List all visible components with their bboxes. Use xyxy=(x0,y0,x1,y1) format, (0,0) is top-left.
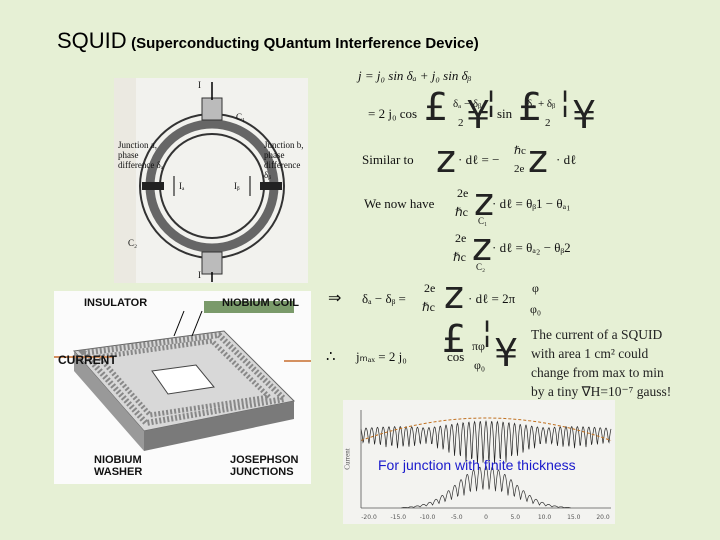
eq-line2-frac2-den: 2 xyxy=(545,117,551,129)
squid-device-diagram: INSULATOR NIOBIUM COIL CURRENT NIOBIUM W… xyxy=(54,291,311,484)
label-c2: C₂ xyxy=(128,238,138,248)
squid-sensitivity-note: The current of a SQUID with area 1 cm² c… xyxy=(531,325,701,401)
eq-c-mid: · dℓ = 2π xyxy=(468,291,516,306)
eq-b-rhs: · dℓ = θₐ₂ − θᵦ2 xyxy=(492,240,571,255)
page-title: SQUID (Superconducting QUantum Interfere… xyxy=(57,28,479,54)
plot-xtick-label: 10.0 xyxy=(538,514,552,521)
glyph-bracket-4: £ xyxy=(518,85,543,129)
plot-xtick-label: 20.0 xyxy=(596,514,610,521)
eq-jmax: jₘₐₓ = 2 j₀ xyxy=(356,349,407,364)
label-junction-b: Junction b, phase difference δᵦ xyxy=(264,140,304,180)
title-sub: (Superconducting QUantum Interference De… xyxy=(131,35,479,52)
glyph-integral-5: z xyxy=(444,273,464,317)
note-line-2: with area 1 cm² could xyxy=(531,346,649,361)
eq-b-sub: C₂ xyxy=(476,262,486,272)
eq-implies: ⇒ xyxy=(328,290,342,307)
eq-c-phi: φ xyxy=(532,281,539,295)
label-current-top: I xyxy=(198,80,201,90)
label-niobium-washer: NIOBIUM WASHER xyxy=(94,454,143,478)
plot-xtick-label: -15.0 xyxy=(390,514,406,521)
plot-caption: For junction with finite thickness xyxy=(378,457,576,473)
eq-line1: j = j₀ sin δₐ + j₀ sin δᵦ xyxy=(358,68,472,83)
interference-plot: -20.0 -15.0 -10.0 -5.0 0 5.0 10.0 15.0 20.0 Curr… xyxy=(343,400,615,524)
eq-we-now-have: We now have xyxy=(364,196,435,211)
label-ib: Iᵦ xyxy=(234,181,240,191)
plot-ylabel: Current xyxy=(343,448,352,470)
eq-jmax-cos: cos xyxy=(447,349,465,364)
eq-c-phi0: φ₀ xyxy=(530,302,542,316)
interference-curve-lower xyxy=(401,465,571,509)
plot-xtick-label: -5.0 xyxy=(451,514,463,521)
eq-c-den: ℏc xyxy=(422,300,435,314)
label-niobium-coil: NIOBIUM COIL xyxy=(222,297,299,309)
eq-line2-frac1-num: δₐ − δᵦ xyxy=(453,98,482,110)
eq-line2a: = 2 j₀ cos xyxy=(368,106,418,121)
label-current-bottom: I xyxy=(198,270,201,280)
eq-a-rhs: · dℓ = θᵦ1 − θₐ₁ xyxy=(492,196,571,211)
glyph-integral-4: z xyxy=(472,225,492,269)
plot-curves xyxy=(360,417,612,509)
glyph-integral-1: z xyxy=(436,137,456,181)
glyph-bracket-7: £ xyxy=(442,317,467,361)
note-line-3: change from max to min xyxy=(531,365,664,380)
eq-line2-frac2-num: δₐ + δᵦ xyxy=(527,98,556,110)
eq-a-sub: C₁ xyxy=(478,216,488,226)
glyph-integral-3: z xyxy=(474,180,494,224)
eq-b-den: ℏc xyxy=(453,250,466,264)
eq-c-lhs: δₐ − δᵦ = xyxy=(362,291,406,306)
label-current: CURRENT xyxy=(58,353,117,367)
glyph-bracket-1: £ xyxy=(424,85,449,129)
eq-c-num: 2e xyxy=(424,281,436,295)
glyph-bracket-9: ¥ xyxy=(494,331,519,375)
eq-a-num: 2e xyxy=(457,186,469,200)
squid-ring-svg xyxy=(114,78,308,283)
squid-device-svg xyxy=(54,301,311,451)
label-ia: Iₐ xyxy=(179,181,185,191)
plot-xtick-label: -10.0 xyxy=(420,514,436,521)
note-line-4: by a tiny ∇H=10⁻⁷ gauss! xyxy=(531,384,672,399)
title-main: SQUID xyxy=(57,28,127,53)
eq-line2b: sin xyxy=(497,106,513,121)
interference-plot-svg: -20.0 -15.0 -10.0 -5.0 0 5.0 10.0 15.0 20.0 xyxy=(360,410,612,521)
glyph-bracket-8: ¦ xyxy=(482,315,493,350)
glyph-bracket-2: ¦ xyxy=(486,85,497,120)
eq-a-den: ℏc xyxy=(455,205,468,219)
eq-line2-frac1-den: 2 xyxy=(458,117,464,129)
plot-xtick-label: -20.0 xyxy=(361,514,377,521)
note-line-1: The current of a SQUID xyxy=(531,327,663,342)
glyph-bracket-3: ¥ xyxy=(466,93,491,137)
interference-curve-upper xyxy=(360,419,612,464)
label-josephson-junctions: JOSEPHSON JUNCTIONS xyxy=(230,454,299,478)
eq-similar-frac-den: 2e xyxy=(514,163,525,175)
plot-xtick-label: 0 xyxy=(484,514,488,521)
eq-jmax-num: πφ xyxy=(472,339,485,353)
plot-ticks: -20.0 -15.0 -10.0 -5.0 0 5.0 10.0 15.0 20.0 xyxy=(361,514,610,521)
label-c1: C₁ xyxy=(236,112,246,122)
eq-b-num: 2e xyxy=(455,231,467,245)
eq-similar-tail: · dℓ xyxy=(556,152,577,167)
eq-therefore: ∴ xyxy=(326,349,336,365)
glyph-bracket-6: ¥ xyxy=(572,93,597,137)
plot-xtick-label: 5.0 xyxy=(510,514,520,521)
label-insulator: INSULATOR xyxy=(84,297,148,309)
eq-similar-label: Similar to xyxy=(362,152,414,167)
eq-similar-expr: · dℓ = − xyxy=(458,152,500,167)
eq-similar-frac-num: ℏc xyxy=(514,145,526,157)
squid-ring-diagram: I I Iₐ Iᵦ C₁ C₂ Junction a, phase differ… xyxy=(114,78,308,283)
interference-envelope xyxy=(360,417,612,441)
plot-xtick-label: 15.0 xyxy=(567,514,581,521)
glyph-bracket-5: ¦ xyxy=(560,85,571,120)
glyph-integral-2: z xyxy=(528,137,548,181)
label-junction-a: Junction a, phase difference δₐ xyxy=(118,140,164,170)
eq-jmax-den: φ₀ xyxy=(474,358,486,372)
